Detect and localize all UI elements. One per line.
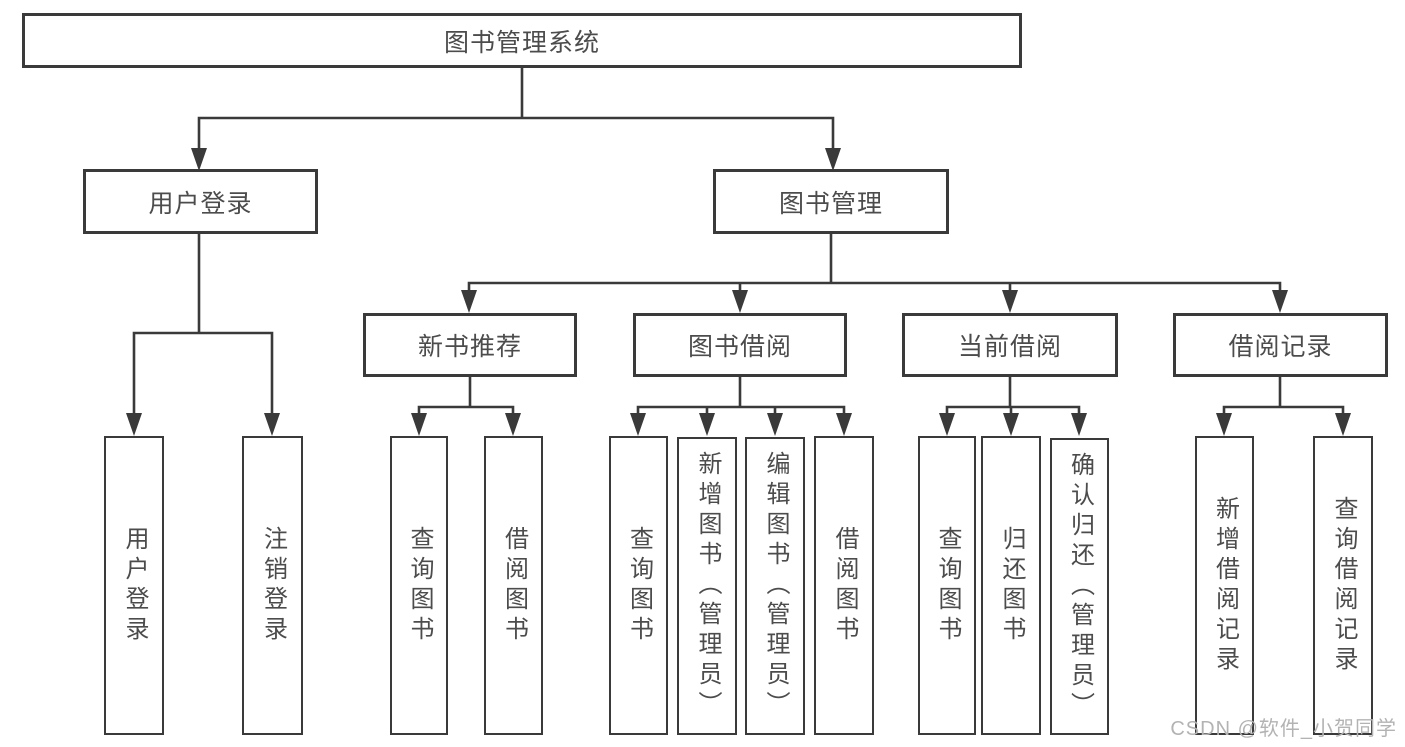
- node-borrowing-records: 借阅记录: [1173, 313, 1388, 377]
- node-book-borrowing: 图书借阅: [633, 313, 847, 377]
- node-label: 新增图书（管理员）: [694, 451, 721, 721]
- leaf-add-borrow-record: 新增借阅记录: [1195, 436, 1254, 735]
- leaf-confirm-return-admin: 确认归还（管理员）: [1050, 438, 1109, 735]
- node-label: 查询图书: [406, 525, 433, 646]
- node-label: 新增借阅记录: [1211, 495, 1239, 676]
- leaf-add-books-admin: 新增图书（管理员）: [677, 437, 737, 735]
- node-label: 编辑图书（管理员）: [762, 451, 789, 721]
- node-label: 图书管理: [778, 189, 883, 218]
- node-user-login: 用户登录: [83, 169, 318, 234]
- leaf-borrow-books-1: 借阅图书: [484, 436, 543, 735]
- node-label: 查询借阅记录: [1330, 495, 1357, 676]
- leaf-return-books: 归还图书: [981, 436, 1041, 735]
- node-label: 图书管理系统: [443, 28, 600, 57]
- node-library-management-system: 图书管理系统: [22, 13, 1022, 68]
- csdn-watermark: CSDN @软件_小贺同学: [1170, 718, 1397, 740]
- leaf-edit-books-admin: 编辑图书（管理员）: [745, 437, 805, 735]
- node-label: 借阅记录: [1228, 333, 1333, 361]
- node-label: 用户登录: [121, 525, 148, 646]
- node-current-borrowing: 当前借阅: [902, 313, 1118, 377]
- leaf-query-books-1: 查询图书: [390, 436, 448, 735]
- node-label: 归还图书: [998, 525, 1025, 646]
- leaf-query-borrow-record: 查询借阅记录: [1313, 436, 1373, 735]
- leaf-query-books-2: 查询图书: [609, 436, 668, 735]
- node-label: 用户登录: [148, 189, 253, 218]
- node-label: 当前借阅: [957, 333, 1062, 361]
- node-new-book-recommendation: 新书推荐: [363, 313, 577, 377]
- leaf-borrow-books-2: 借阅图书: [814, 436, 874, 735]
- leaf-query-books-3: 查询图书: [918, 436, 976, 735]
- node-label: 确认归还（管理员）: [1066, 451, 1094, 722]
- node-book-management: 图书管理: [713, 169, 949, 234]
- leaf-user-login: 用户登录: [104, 436, 164, 735]
- node-label: 注销登录: [259, 525, 287, 646]
- node-label: 借阅图书: [500, 525, 528, 646]
- node-label: 查询图书: [934, 525, 961, 646]
- node-label: 借阅图书: [831, 525, 858, 646]
- leaf-logout: 注销登录: [242, 436, 303, 735]
- node-label: 查询图书: [625, 525, 653, 646]
- node-label: 图书借阅: [687, 333, 792, 361]
- node-label: 新书推荐: [417, 333, 522, 361]
